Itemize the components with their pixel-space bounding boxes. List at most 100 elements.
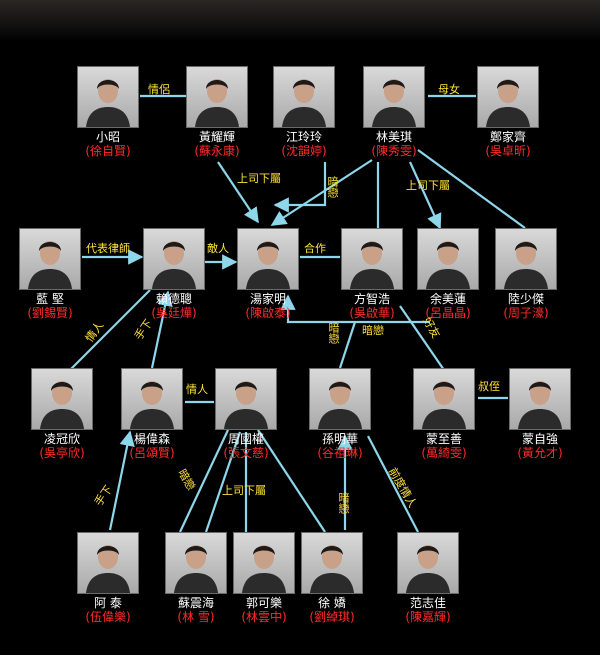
person-name: 藍 堅 <box>36 292 64 306</box>
relation-label: 暗戀 <box>326 176 339 198</box>
person-card: 周國權(張文慈) <box>214 368 278 460</box>
line-shangsi2 <box>408 161 442 230</box>
portrait-photo <box>77 66 139 128</box>
person-card: 余美蓮(呂晶晶) <box>416 228 480 320</box>
relation-label: 上司下屬 <box>222 484 266 497</box>
person-card: 阿 泰(伍偉樂) <box>76 532 140 624</box>
portrait-photo <box>19 228 81 290</box>
portrait-silhouette <box>310 545 354 593</box>
person-card: 方智浩(吳啟華) <box>340 228 404 320</box>
person-card: 賴德聰(吳廷燁) <box>142 228 206 320</box>
line-zhou-xu <box>257 429 326 533</box>
relation-label: 暗戀 <box>362 324 384 337</box>
person-name: 徐 嬌 <box>318 596 346 610</box>
line-anlian4 <box>179 429 229 533</box>
person-name: 凌冠欣 <box>43 432 80 446</box>
actor-name: (劉錫賢) <box>27 306 73 320</box>
portrait-silhouette <box>86 545 130 593</box>
portrait-photo <box>413 368 475 430</box>
person-name: 林美琪 <box>375 130 412 144</box>
person-card: 徐 嬌(劉綽琪) <box>300 532 364 624</box>
portrait-photo <box>215 368 277 430</box>
portrait-photo <box>417 228 479 290</box>
actor-name: (林 雪) <box>177 610 215 624</box>
portrait-silhouette <box>406 545 450 593</box>
person-name: 湯家明 <box>249 292 286 306</box>
person-card: 凌冠欣(吳亭欣) <box>30 368 94 460</box>
person-name: 賴德聰 <box>155 292 192 306</box>
portrait-silhouette <box>504 241 548 289</box>
relation-label: 情侶 <box>148 83 170 96</box>
relation-label: 代表律師 <box>86 242 130 255</box>
actor-name: (陳啟泰) <box>245 306 291 320</box>
person-name: 蒙至善 <box>425 432 462 446</box>
person-card: 孫明華(谷祖琳) <box>308 368 372 460</box>
person-name: 鄭家齊 <box>489 130 526 144</box>
portrait-photo <box>186 66 248 128</box>
actor-name: (吳卓昕) <box>485 144 531 158</box>
relation-label: 暗戀 <box>327 322 340 344</box>
portrait-silhouette <box>518 381 562 429</box>
portrait-silhouette <box>174 545 218 593</box>
person-name: 江玲玲 <box>285 130 322 144</box>
actor-name: (陳秀雯) <box>371 144 417 158</box>
actor-name: (陳嘉輝) <box>405 610 451 624</box>
actor-name: (劉綽琪) <box>309 610 355 624</box>
person-name: 余美蓮 <box>429 292 466 306</box>
actor-name: (萬綺雯) <box>421 446 467 460</box>
portrait-photo <box>477 66 539 128</box>
person-name: 阿 泰 <box>94 596 122 610</box>
person-name: 蒙自強 <box>521 432 558 446</box>
portrait-silhouette <box>246 241 290 289</box>
actor-name: (沈韻婷) <box>281 144 327 158</box>
line-qianren <box>367 435 419 533</box>
portrait-silhouette <box>86 79 130 127</box>
person-card: 蒙至善(萬綺雯) <box>412 368 476 460</box>
portrait-photo <box>495 228 557 290</box>
actor-name: (吳亭欣) <box>39 446 85 460</box>
person-name: 周國權 <box>227 432 264 446</box>
actor-name: (呂頌賢) <box>129 446 175 460</box>
person-name: 蘇震海 <box>177 596 214 610</box>
actor-name: (黃允才) <box>517 446 563 460</box>
portrait-silhouette <box>195 79 239 127</box>
portrait-photo <box>397 532 459 594</box>
person-name: 方智浩 <box>353 292 390 306</box>
person-card: 江玲玲(沈韻婷) <box>272 66 336 158</box>
portrait-silhouette <box>318 381 362 429</box>
person-card: 楊偉森(呂頌賢) <box>120 368 184 460</box>
relation-label: 上司下屬 <box>406 179 450 192</box>
portrait-photo <box>363 66 425 128</box>
portrait-photo <box>301 532 363 594</box>
portrait-silhouette <box>282 79 326 127</box>
line-lin-lu <box>417 149 526 229</box>
line-shouxia2 <box>108 430 135 531</box>
person-name: 黃耀輝 <box>198 130 235 144</box>
person-name: 小昭 <box>95 130 120 144</box>
actor-name: (張文慈) <box>223 446 269 460</box>
person-card: 湯家明(陳啟泰) <box>236 228 300 320</box>
person-card: 范志佳(陳嘉輝) <box>396 532 460 624</box>
portrait-photo <box>509 368 571 430</box>
person-card: 林美琪(陳秀雯) <box>362 66 426 158</box>
actor-name: (谷祖琳) <box>317 446 363 460</box>
person-card: 黃耀輝(蘇永康) <box>185 66 249 158</box>
person-card: 小昭(徐自賢) <box>76 66 140 158</box>
relation-label: 叔侄 <box>478 380 500 393</box>
portrait-photo <box>237 228 299 290</box>
portrait-silhouette <box>28 241 72 289</box>
relation-label: 合作 <box>304 242 326 255</box>
portrait-photo <box>341 228 403 290</box>
header-band <box>0 0 600 42</box>
portrait-photo <box>309 368 371 430</box>
relation-label: 母女 <box>438 83 460 96</box>
person-name: 陸少傑 <box>507 292 544 306</box>
portrait-photo <box>273 66 335 128</box>
person-name: 孫明華 <box>321 432 358 446</box>
person-card: 蘇震海(林 雪) <box>164 532 228 624</box>
person-card: 郭可樂(林雲中) <box>232 532 296 624</box>
portrait-silhouette <box>426 241 470 289</box>
actor-name: (周子濠) <box>503 306 549 320</box>
portrait-photo <box>121 368 183 430</box>
